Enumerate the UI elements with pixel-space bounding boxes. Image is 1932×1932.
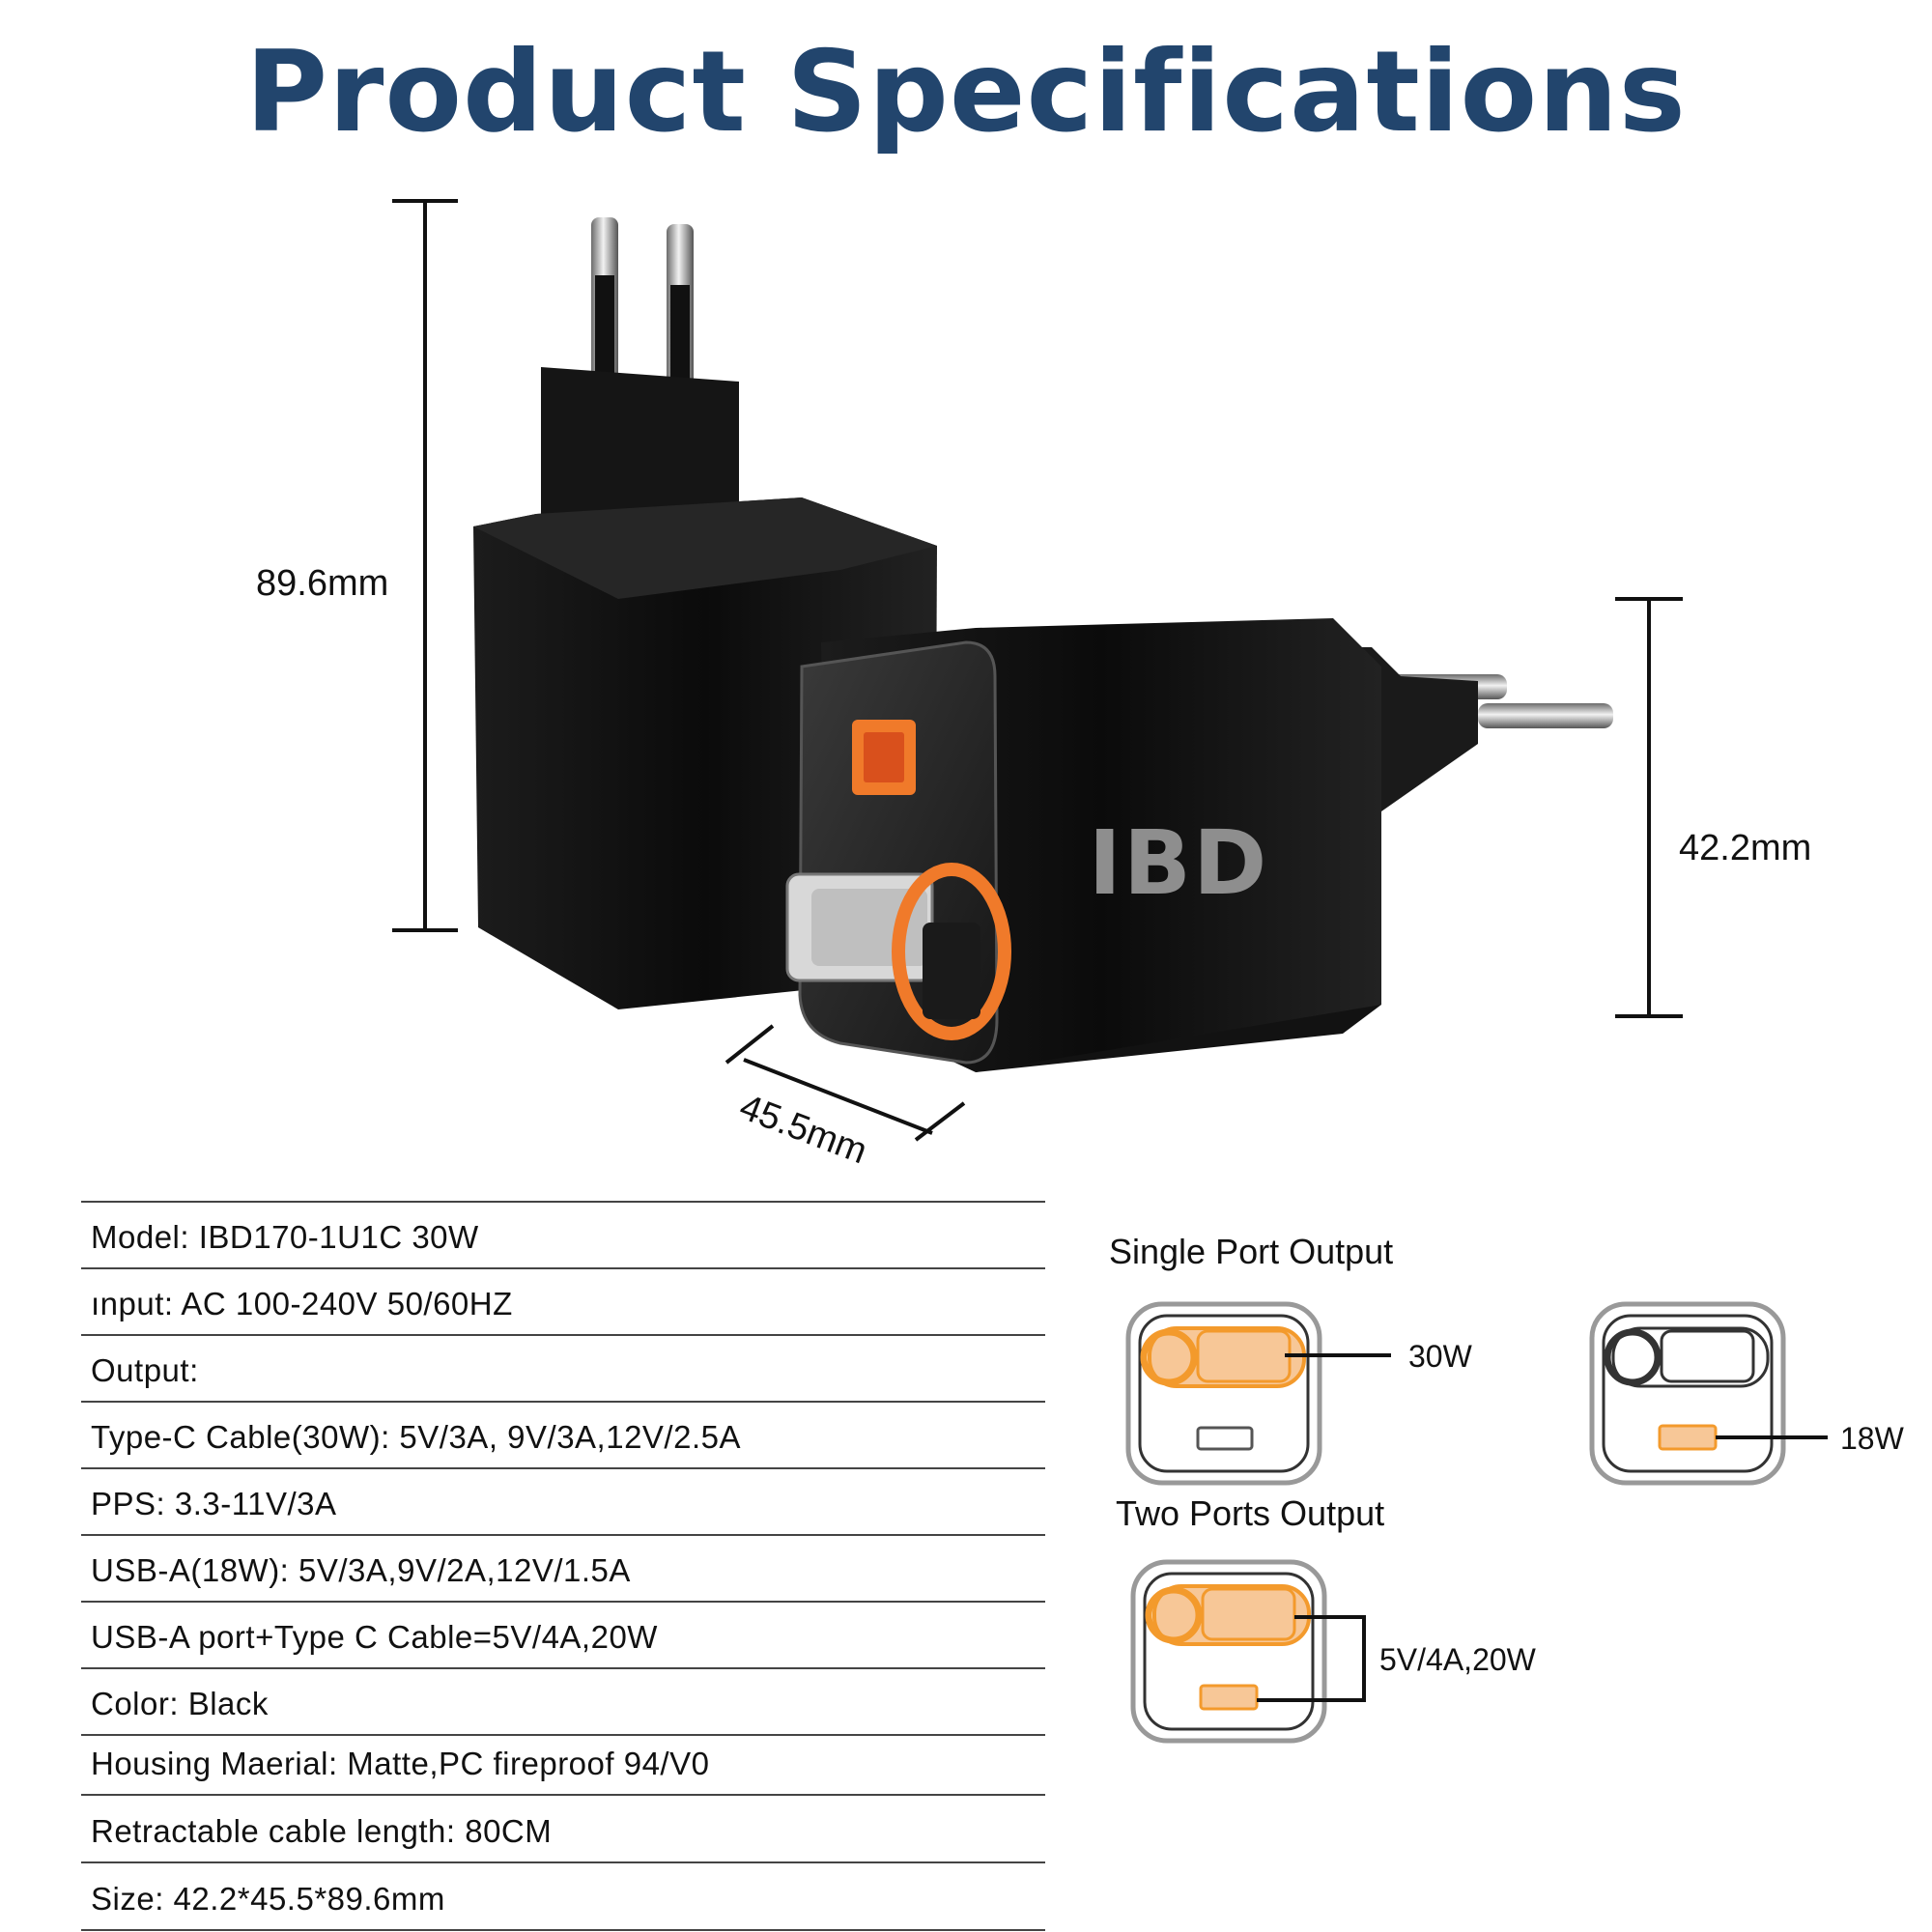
- spec-row: Size: 42.2*45.5*89.6mm: [81, 1863, 1045, 1931]
- single-a-watt-label: 18W: [1840, 1421, 1904, 1456]
- single-port-title: Single Port Output: [1109, 1232, 1394, 1271]
- height-label: 89.6mm: [256, 563, 389, 604]
- port-diagram-two-ports: [1130, 1559, 1366, 1744]
- spec-row: Retractable cable length: 80CM: [81, 1796, 1045, 1863]
- port-diagram-single-c: [1125, 1301, 1391, 1486]
- port-diagram-single-a: [1589, 1301, 1828, 1486]
- spec-row: USB-A(18W): 5V/3A,9V/2A,12V/1.5A: [81, 1536, 1045, 1603]
- spec-row: ınput: AC 100-240V 50/60HZ: [81, 1269, 1045, 1336]
- two-ports-title: Two Ports Output: [1116, 1493, 1385, 1533]
- width-dimension-line: [724, 1024, 966, 1142]
- spec-row: Color: Black: [81, 1669, 1045, 1736]
- charger-illustration: IBD: [392, 199, 1683, 1142]
- single-c-watt-label: 30W: [1408, 1339, 1472, 1374]
- two-ports-watt-label: 5V/4A,20W: [1379, 1642, 1536, 1677]
- spec-row: Housing Maerial: Matte,PC fireproof 94/V…: [81, 1736, 1045, 1796]
- spec-row: Type-C Cable(30W): 5V/3A, 9V/3A,12V/2.5A: [81, 1403, 1045, 1469]
- spec-row: Output:: [81, 1336, 1045, 1403]
- depth-label: 42.2mm: [1679, 828, 1812, 868]
- spec-row: USB-A port+Type C Cable=5V/4A,20W: [81, 1603, 1045, 1669]
- spec-table-top-rule: [81, 1201, 1045, 1203]
- spec-row: Model: IBD170-1U1C 30W: [81, 1202, 1045, 1269]
- spec-row: PPS: 3.3-11V/3A: [81, 1469, 1045, 1536]
- depth-dimension-line: [1615, 597, 1683, 1018]
- charger-front: IBD: [785, 618, 1613, 1072]
- page-title: Product Specifications: [245, 27, 1687, 157]
- height-dimension-line: [392, 199, 458, 932]
- spec-table: Model: IBD170-1U1C 30W ınput: AC 100-240…: [81, 1202, 1045, 1931]
- brand-logo: IBD: [1089, 811, 1269, 915]
